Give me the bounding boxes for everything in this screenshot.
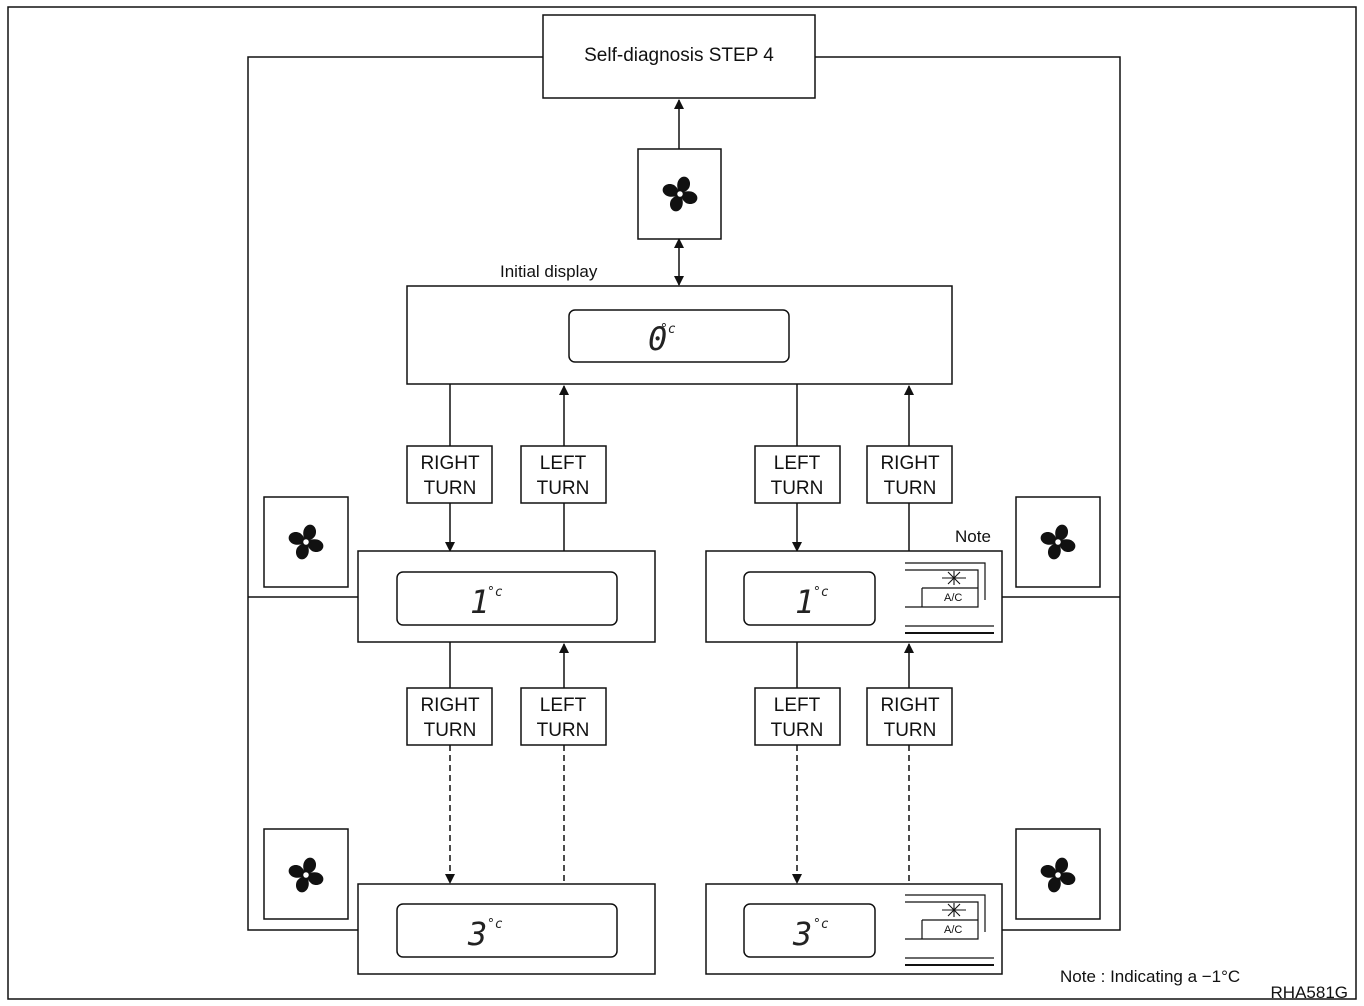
display-value-bottom-right: 3 xyxy=(792,915,812,953)
fan-box-mid-left xyxy=(263,496,349,588)
svg-text:RIGHT: RIGHT xyxy=(420,695,480,716)
display-value-mid-right: 1 xyxy=(795,583,814,621)
footnote: Note : Indicating a −1°C xyxy=(1060,967,1240,986)
svg-text:RIGHT: RIGHT xyxy=(880,695,940,716)
svg-text:TURN: TURN xyxy=(537,478,590,499)
display-screen-mid-right xyxy=(743,571,876,626)
display-unit-bottom-right: °c xyxy=(813,917,829,932)
ac-label: A/C xyxy=(944,924,962,936)
svg-text:TURN: TURN xyxy=(771,720,824,741)
display-screen-bottom-right xyxy=(743,903,876,958)
display-unit-bottom-left: °c xyxy=(487,917,503,932)
turn-box: LEFT TURN xyxy=(754,445,841,504)
ac-panel xyxy=(905,894,994,966)
turn-box: LEFT TURN xyxy=(520,445,607,504)
outer-frame xyxy=(7,6,1357,1000)
top-step-label: Self-diagnosis STEP 4 xyxy=(584,45,774,66)
ac-panel xyxy=(905,562,994,634)
svg-text:TURN: TURN xyxy=(537,720,590,741)
svg-text:RIGHT: RIGHT xyxy=(880,453,940,474)
display-value-mid-left: 1 xyxy=(470,583,489,621)
svg-text:RIGHT: RIGHT xyxy=(420,453,480,474)
turn-box: RIGHT TURN xyxy=(406,445,493,504)
turn-box: LEFT TURN xyxy=(754,687,841,746)
svg-text:TURN: TURN xyxy=(884,478,937,499)
figure-code: RHA581G xyxy=(1271,983,1348,1002)
initial-display-unit: °c xyxy=(660,322,676,337)
svg-text:LEFT: LEFT xyxy=(540,453,587,474)
initial-display-label: Initial display xyxy=(500,262,598,281)
snowflake-icon xyxy=(942,903,966,917)
svg-text:TURN: TURN xyxy=(424,720,477,741)
svg-text:LEFT: LEFT xyxy=(540,695,587,716)
snowflake-icon xyxy=(942,571,966,585)
display-value-bottom-left: 3 xyxy=(467,915,487,953)
top-step-box xyxy=(542,14,816,99)
note-label: Note xyxy=(955,527,991,546)
initial-display-screen xyxy=(568,309,790,363)
ac-label: A/C xyxy=(944,592,962,604)
svg-text:TURN: TURN xyxy=(884,720,937,741)
loop-lines xyxy=(247,56,1121,931)
svg-text:LEFT: LEFT xyxy=(774,695,821,716)
svg-text:LEFT: LEFT xyxy=(774,453,821,474)
turn-box: LEFT TURN xyxy=(520,687,607,746)
turn-box: RIGHT TURN xyxy=(866,687,953,746)
initial-display-value: 0 xyxy=(648,320,667,358)
turn-box: RIGHT TURN xyxy=(866,445,953,504)
display-screen-mid-left xyxy=(396,571,618,626)
display-unit-mid-right: °c xyxy=(813,585,829,600)
svg-text:TURN: TURN xyxy=(424,478,477,499)
turn-box: RIGHT TURN xyxy=(406,687,493,746)
display-unit-mid-left: °c xyxy=(487,585,503,600)
svg-text:TURN: TURN xyxy=(771,478,824,499)
display-screen-bottom-left xyxy=(396,903,618,958)
